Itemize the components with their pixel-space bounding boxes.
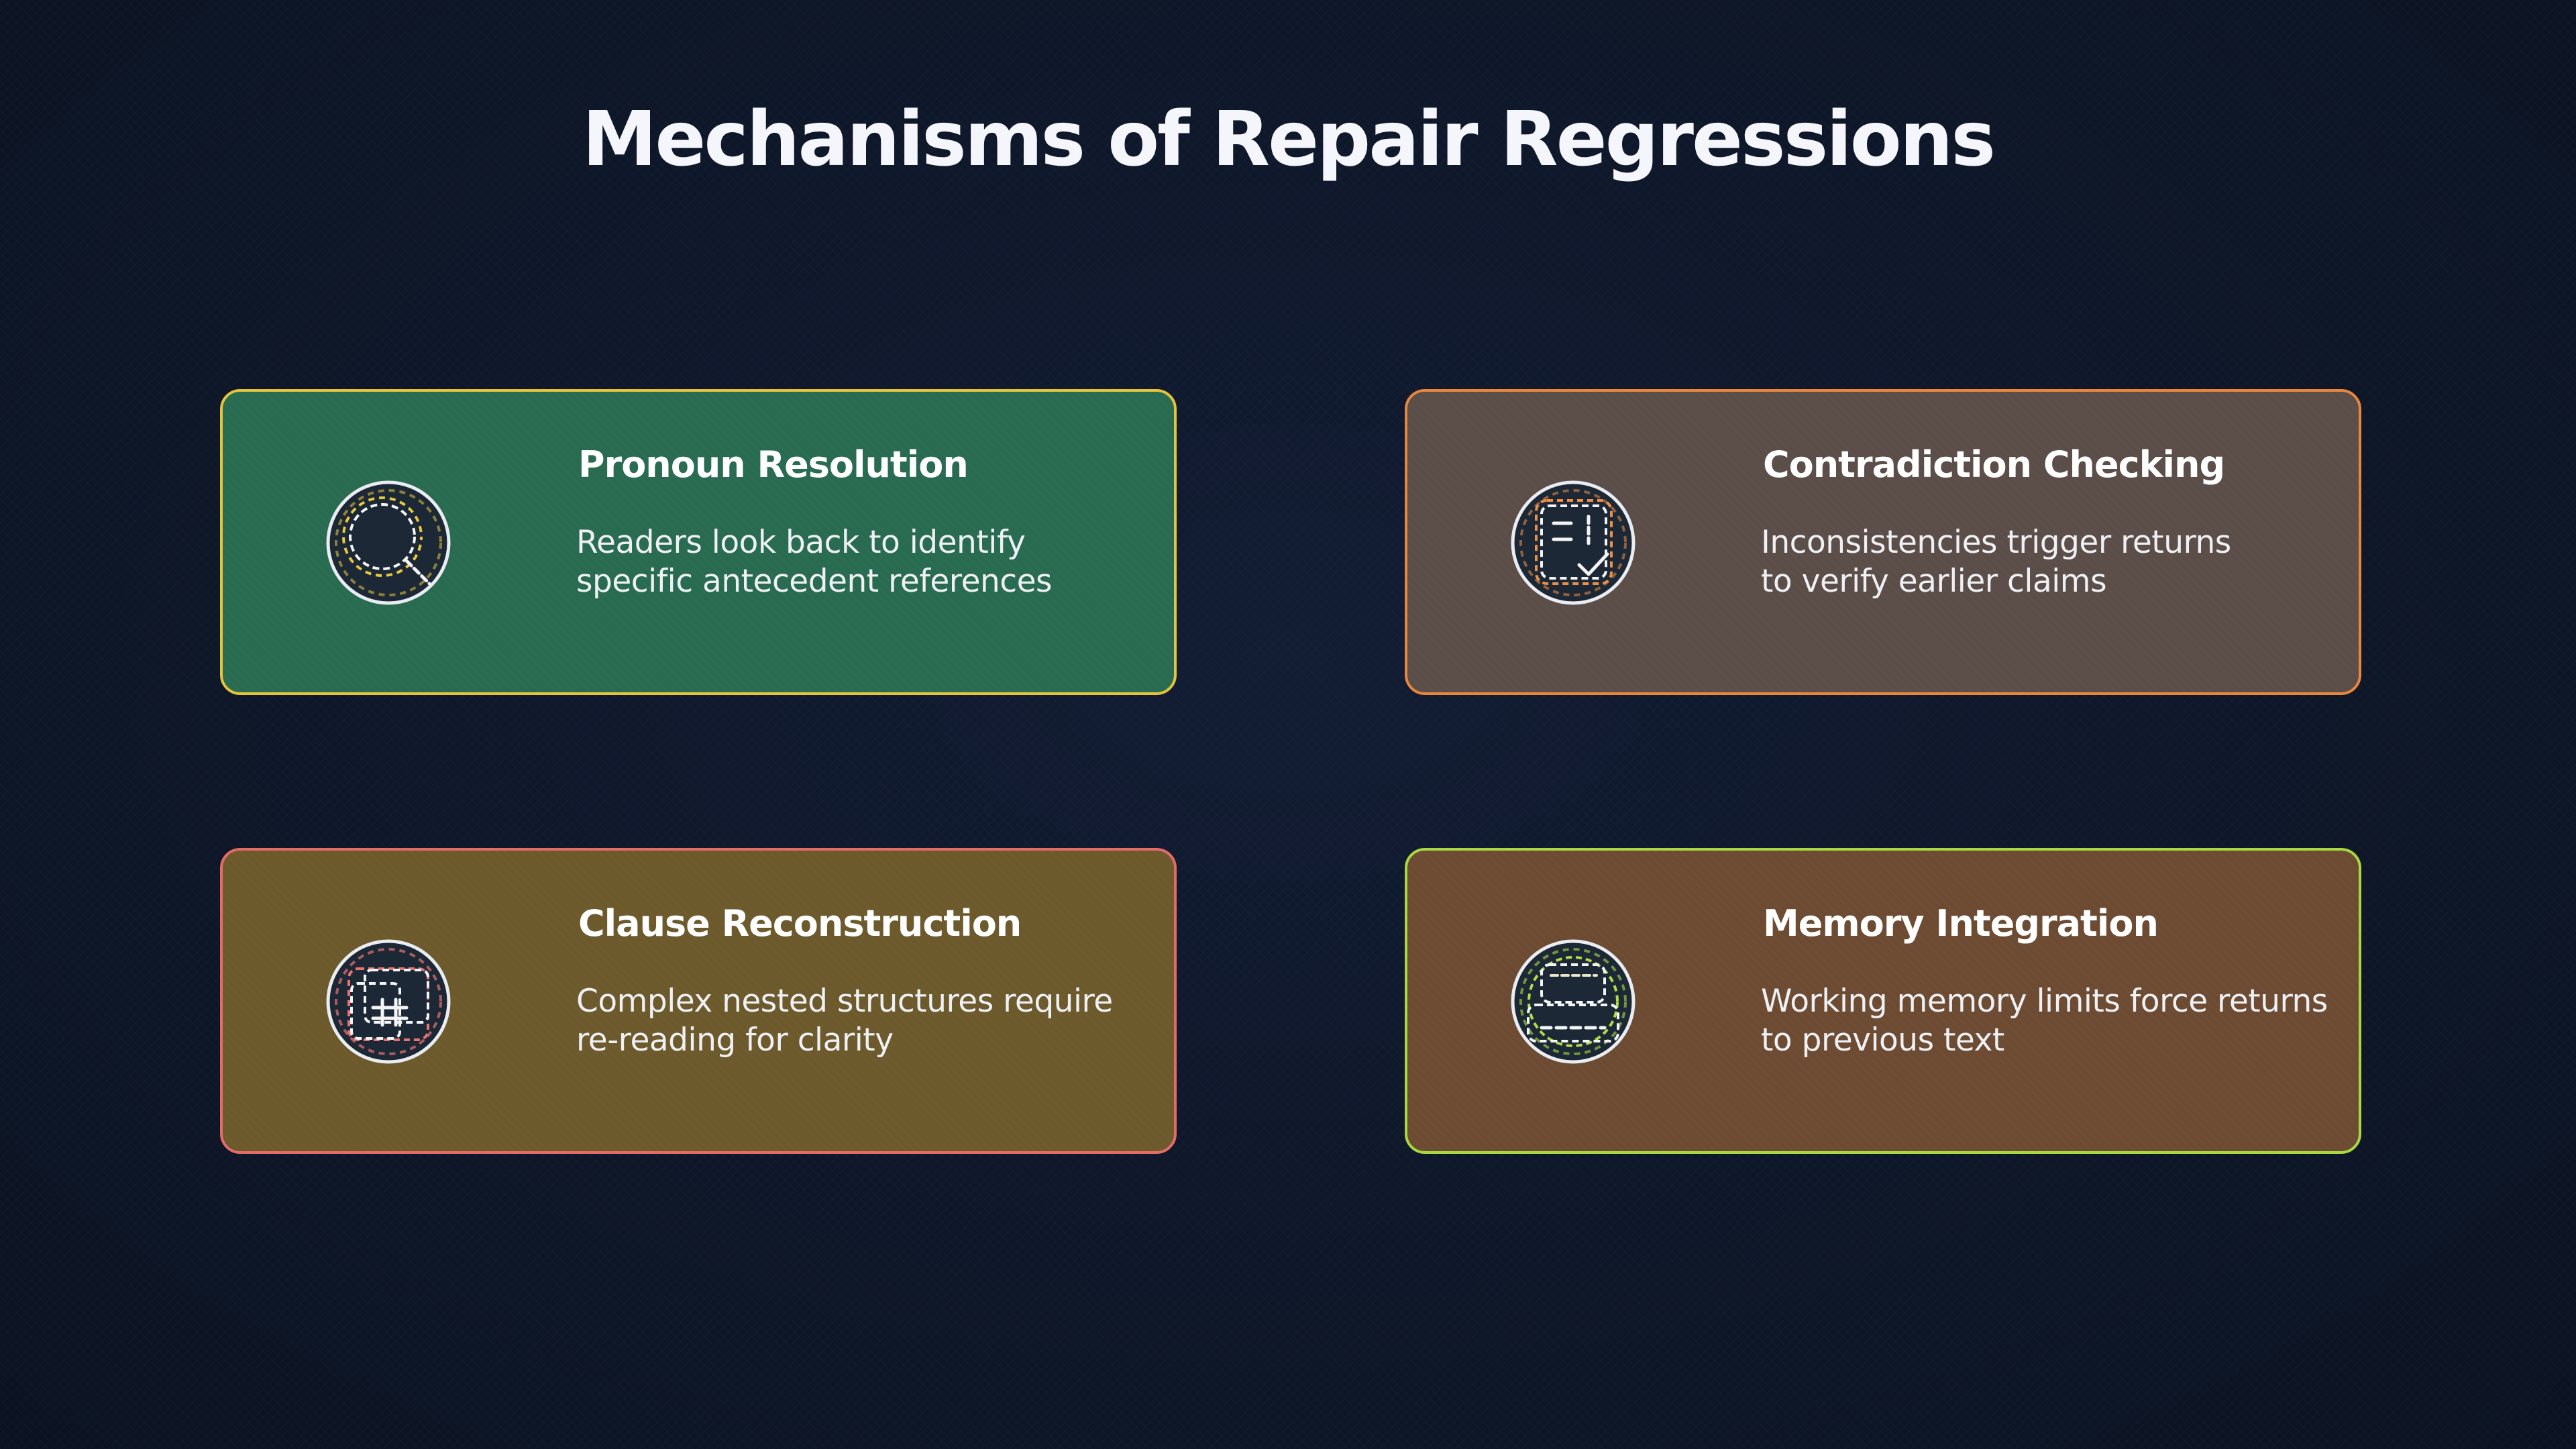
memory-stack-icon <box>1509 938 1637 1065</box>
card-description-line: Working memory limits force returns <box>1761 983 2328 1020</box>
card-description-line: specific antecedent references <box>576 563 1053 600</box>
card-title: Memory Integration <box>1763 902 2159 945</box>
magnifier-icon <box>325 479 452 606</box>
card-clause-reconstruction: Clause Reconstruction Complex nested str… <box>220 848 1177 1154</box>
page-title: Mechanisms of Repair Regressions <box>582 96 1996 183</box>
card-title: Clause Reconstruction <box>578 902 1022 945</box>
structure-grid-icon <box>325 938 452 1065</box>
card-description-line: Readers look back to identify <box>576 524 1026 561</box>
card-description-line: Inconsistencies trigger returns <box>1761 524 2231 561</box>
card-pronoun-resolution: Pronoun Resolution Readers look back to … <box>220 389 1177 695</box>
card-description-line: Complex nested structures require <box>576 983 1113 1020</box>
card-description: Working memory limits force returns to p… <box>1761 982 2338 1060</box>
card-contradiction-checking: Contradiction Checking Inconsistencies t… <box>1405 389 2361 695</box>
card-description-line: to verify earlier claims <box>1761 563 2107 600</box>
card-memory-integration: Memory Integration Working memory limits… <box>1405 848 2361 1154</box>
card-title: Pronoun Resolution <box>578 443 969 486</box>
card-description-line: re-reading for clarity <box>576 1022 894 1059</box>
card-description: Complex nested structures require re-rea… <box>576 982 1153 1060</box>
card-description: Readers look back to identify specific a… <box>576 523 1153 601</box>
card-description-line: to previous text <box>1761 1022 2004 1059</box>
card-description: Inconsistencies trigger returns to verif… <box>1761 523 2338 601</box>
card-title: Contradiction Checking <box>1763 443 2225 486</box>
document-check-icon <box>1509 479 1637 606</box>
